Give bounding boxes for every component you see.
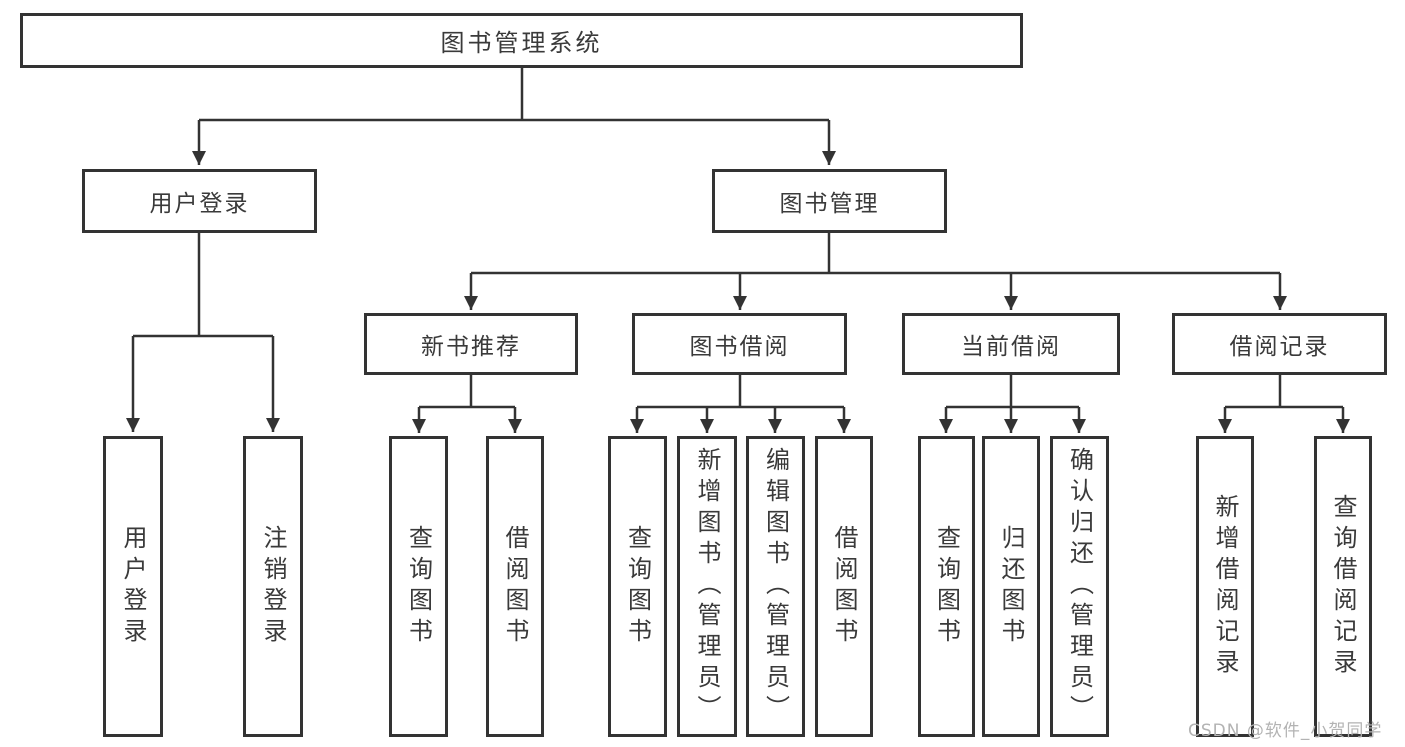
leaf-current-return-books: 归还图书 [982,436,1040,737]
node-label: 当前借阅 [961,334,1061,360]
leaf-label: 查询图书 [623,524,652,649]
leaf-records-query-record: 查询借阅记录 [1314,436,1372,737]
leaf-borrow-add-books-admin: 新增图书（管理员） [677,436,737,737]
leaf-label: 确认归还（管理员） [1065,447,1094,726]
node-library-management-system: 图书管理系统 [20,13,1023,68]
leaf-label: 查询图书 [932,524,961,649]
node-book-borrow: 图书借阅 [632,313,847,375]
node-label: 图书管理 [779,191,880,217]
leaf-current-confirm-return-admin: 确认归还（管理员） [1050,436,1109,737]
leaf-borrow-borrow-books: 借阅图书 [815,436,873,737]
leaf-label: 借阅图书 [830,524,858,649]
node-label: 借阅记录 [1229,334,1330,360]
node-user-login: 用户登录 [82,169,317,233]
leaf-user-login: 用户登录 [103,436,163,737]
node-label: 新书推荐 [421,334,521,360]
node-current-borrow: 当前借阅 [902,313,1120,375]
leaf-label: 查询借阅记录 [1329,493,1357,680]
leaf-current-query-books: 查询图书 [918,436,975,737]
leaf-label: 注销登录 [259,524,287,649]
node-new-book-recommend: 新书推荐 [364,313,578,375]
leaf-label: 归还图书 [997,524,1025,649]
leaf-label: 借阅图书 [501,524,529,649]
leaf-newbook-query-books: 查询图书 [389,436,448,737]
node-label: 图书借阅 [689,334,790,360]
leaf-label: 用户登录 [119,524,147,649]
node-borrow-records: 借阅记录 [1172,313,1387,375]
node-book-management: 图书管理 [712,169,947,233]
leaf-borrow-query-books: 查询图书 [608,436,667,737]
leaf-label: 查询图书 [404,524,433,649]
leaf-newbook-borrow-books: 借阅图书 [486,436,544,737]
node-label: 图书管理系统 [440,29,603,57]
leaf-records-add-record: 新增借阅记录 [1196,436,1254,737]
leaf-label: 编辑图书（管理员） [761,447,790,726]
leaf-borrow-edit-books-admin: 编辑图书（管理员） [746,436,805,737]
csdn-watermark: CSDN @软件_小贺同学 [1188,721,1383,741]
leaf-label: 新增借阅记录 [1211,493,1239,680]
node-label: 用户登录 [149,191,250,217]
leaf-label: 新增图书（管理员） [693,447,721,726]
leaf-logout: 注销登录 [243,436,303,737]
